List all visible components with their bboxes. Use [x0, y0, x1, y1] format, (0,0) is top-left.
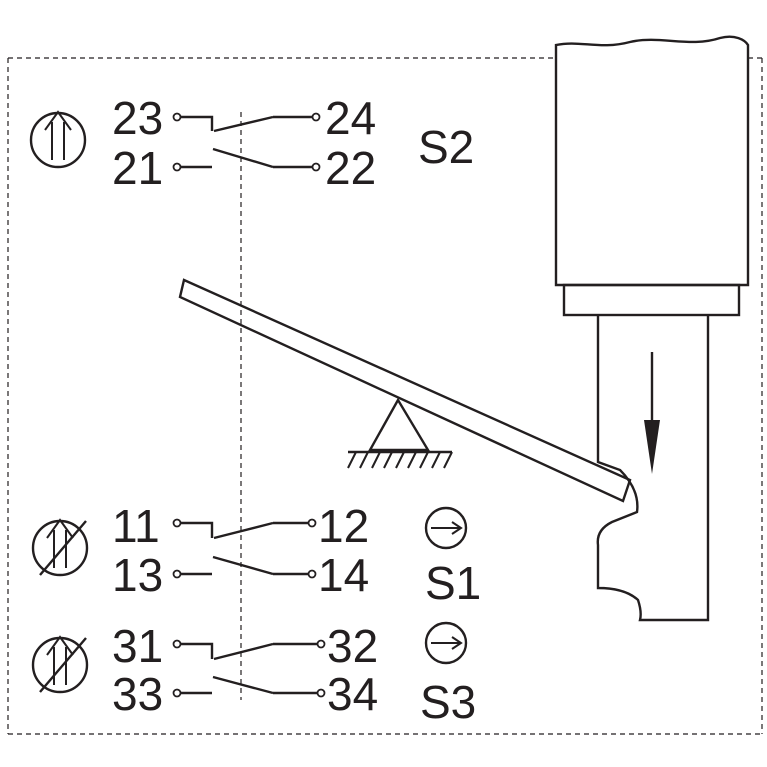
arrow-right-circle-icon [424, 506, 468, 550]
terminal-13 [172, 569, 182, 579]
terminal-32 [316, 639, 326, 649]
switch-s2: 23 21 24 22 S2 [29, 92, 474, 194]
crossed-double-arrow-icon [31, 635, 89, 694]
terminal-34 [316, 688, 326, 698]
arrow-right-circle-icon [424, 621, 468, 665]
terminal-12 [307, 518, 317, 528]
s1-contact-lines [180, 521, 309, 576]
terminal-31 [172, 639, 182, 649]
pivot-support [347, 397, 453, 469]
terminal-14 [307, 569, 317, 579]
terminal-32-label: 32 [327, 620, 378, 672]
terminal-11 [172, 518, 182, 528]
switch-s1: 11 13 12 14 S1 [31, 500, 481, 609]
terminal-23 [172, 112, 182, 122]
switch-s1-name: S1 [425, 557, 481, 609]
terminal-33-label: 33 [112, 668, 163, 720]
terminal-21-label: 21 [112, 142, 163, 194]
plunger-housing [554, 35, 750, 287]
terminal-24 [311, 112, 321, 122]
arrow-down-icon [644, 352, 660, 474]
s2-contact-lines [180, 115, 313, 169]
switch-s3-name: S3 [420, 676, 476, 728]
plunger-rod [596, 315, 710, 622]
crossed-double-arrow-icon [31, 518, 89, 577]
terminal-31-label: 31 [112, 620, 163, 672]
plunger-collar [562, 283, 741, 317]
terminal-24-label: 24 [325, 92, 376, 144]
terminal-33 [172, 688, 182, 698]
switch-s3: 31 33 32 34 S3 [31, 620, 476, 728]
terminal-23-label: 23 [112, 92, 163, 144]
double-arrow-up-icon [29, 110, 87, 169]
switch-s2-name: S2 [418, 121, 474, 173]
terminal-11-label: 11 [112, 500, 160, 552]
terminal-13-label: 13 [112, 549, 163, 601]
enclosure-border [7, 57, 763, 735]
terminal-22-label: 22 [325, 142, 376, 194]
terminal-34-label: 34 [327, 668, 378, 720]
terminal-21 [172, 162, 182, 172]
terminal-14-label: 14 [318, 549, 369, 601]
terminal-12-label: 12 [318, 500, 369, 552]
actuator-lever [178, 278, 632, 503]
terminal-22 [311, 162, 321, 172]
s3-contact-lines [180, 642, 318, 695]
